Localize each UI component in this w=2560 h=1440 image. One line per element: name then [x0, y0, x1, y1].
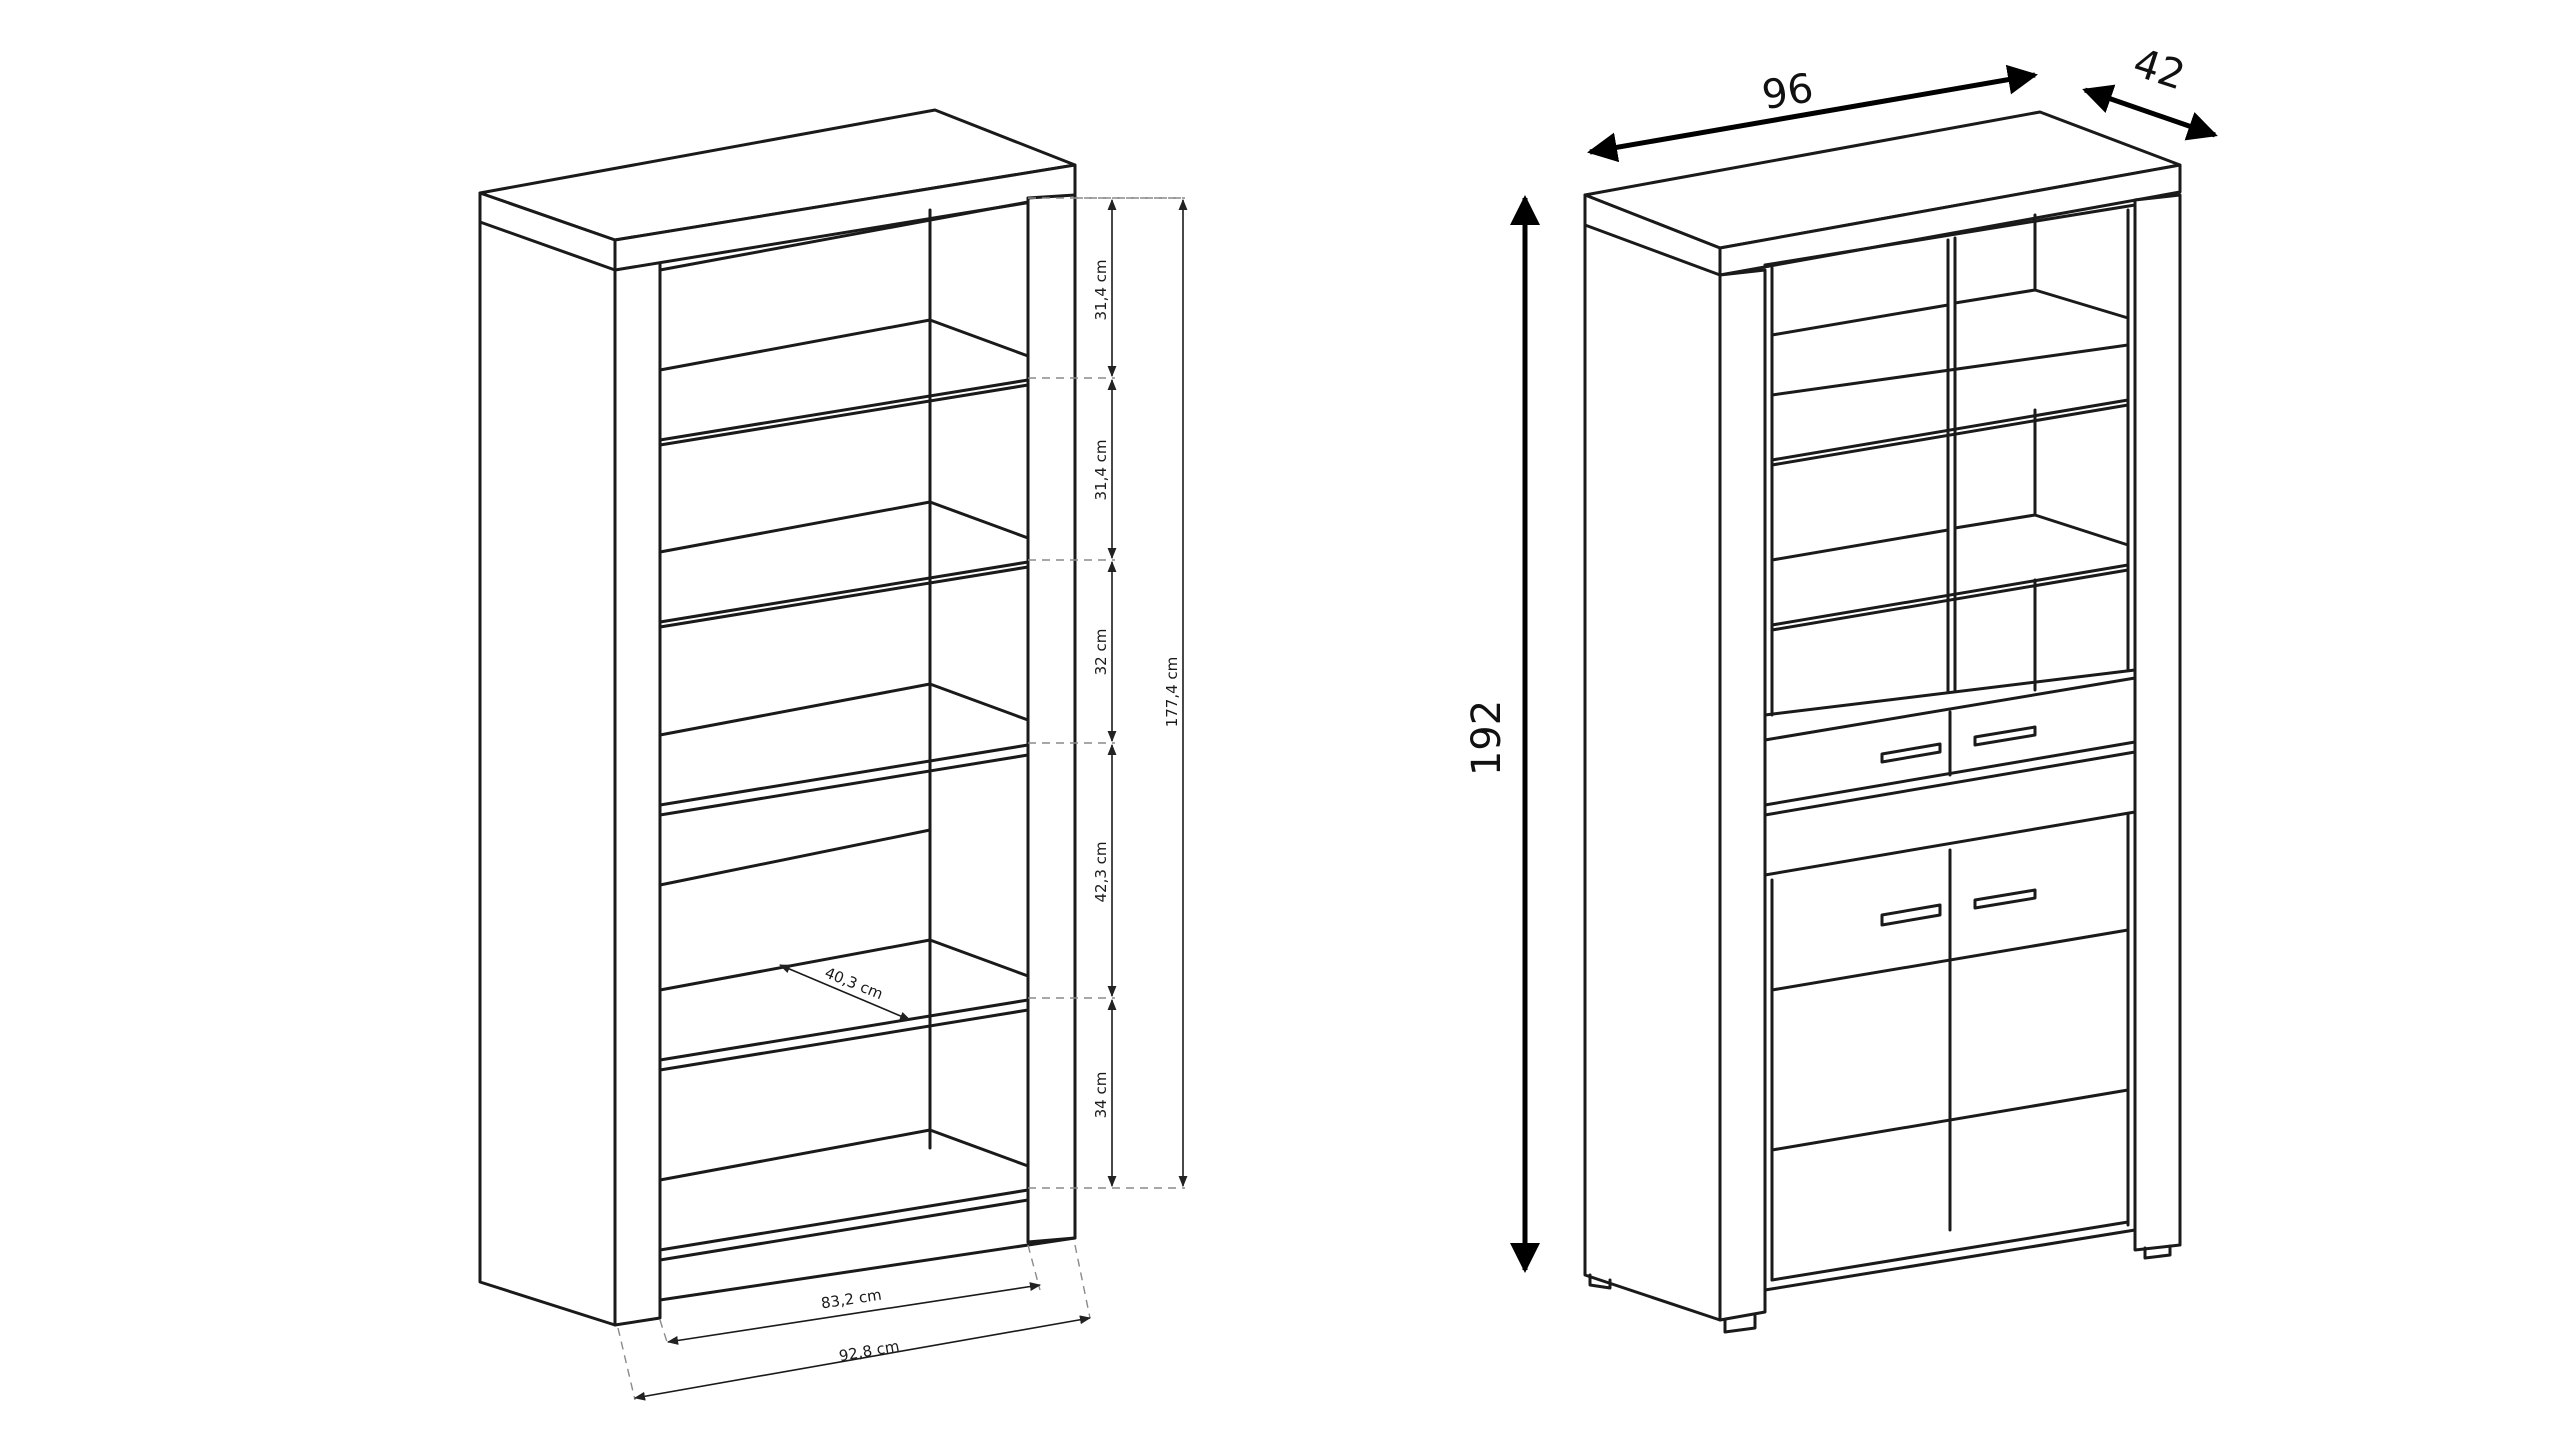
open-bookcase-drawing: 31,4 cm 31,4 cm 32 cm 42,3 cm 34 cm 177,…	[478, 108, 1188, 1401]
spacing-label-2: 31,4 cm	[1092, 439, 1110, 500]
spacing-label-3: 32 cm	[1092, 629, 1110, 676]
spacing-label-5: 34 cm	[1092, 1072, 1110, 1119]
spacing-label-1: 31,4 cm	[1092, 259, 1110, 320]
inner-width-label: 83,2 cm	[820, 1286, 883, 1313]
cabinet-width-label: 96	[1759, 65, 1817, 119]
spacing-label-4: 42,3 cm	[1092, 841, 1110, 902]
cabinet-depth-label: 42	[2128, 40, 2191, 99]
outer-width-label: 92,8 cm	[838, 1337, 901, 1365]
cabinet-height-label: 192	[1464, 700, 1510, 776]
glass-cabinet-drawing: 96 42 192	[1464, 40, 2218, 1334]
inner-height-label: 177,4 cm	[1163, 657, 1181, 728]
shelf-depth-label: 40,3 cm	[822, 964, 885, 1004]
